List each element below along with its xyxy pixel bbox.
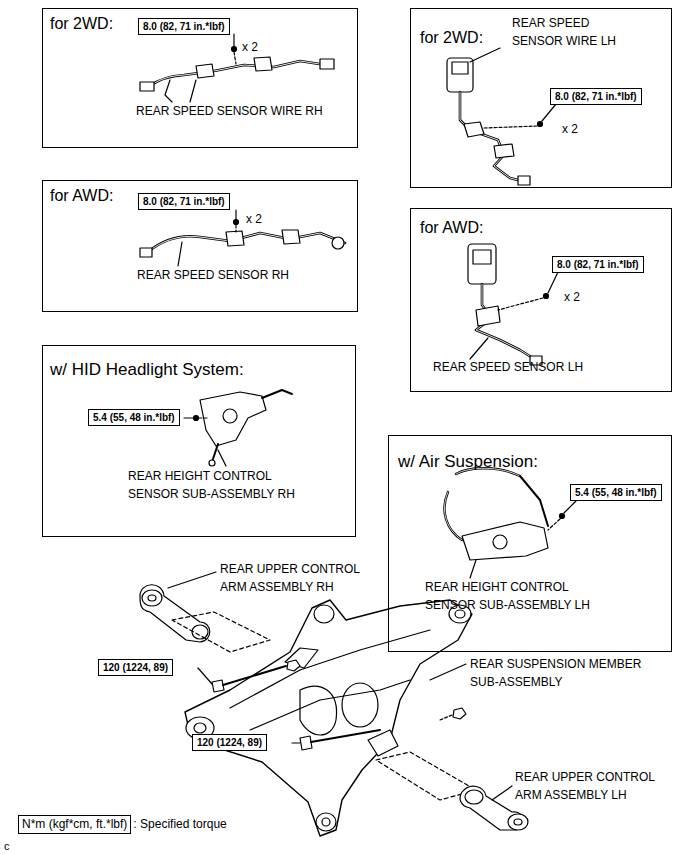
variant-panel: for AWD: REAR SPEED SENSOR RH 8.0 (82, 71 … (42, 180, 358, 312)
legend-sample: N*m (kgf*cm, ft.*lbf) (22, 817, 127, 832)
torque-spec: 8.0 (82, 71 in.*lbf) (138, 193, 230, 210)
variant-heading: for 2WD: (420, 26, 483, 50)
quantity-label: x 2 (246, 210, 262, 228)
torque-value: 5.4 (55, 48 in.*lbf) (575, 486, 657, 499)
quantity-label: x 2 (562, 120, 578, 138)
part-name: REAR UPPER CONTROL ARM ASSEMBLY LH (515, 768, 665, 804)
variant-heading: for 2WD: (50, 12, 113, 36)
part-name: REAR SPEED SENSOR WIRE LH (512, 14, 627, 50)
variant-panel: w/ Air Suspension: REAR HEIGHT CONTROL SE… (388, 435, 672, 652)
variant-heading: for AWD: (50, 184, 113, 208)
part-name: REAR UPPER CONTROL ARM ASSEMBLY RH (220, 560, 370, 596)
variant-panel: for 2WD: REAR SPEED SENSOR WIRE RH 8.0 (82… (42, 8, 358, 148)
torque-value: 5.4 (55, 48 in.*lbf) (93, 411, 175, 424)
torque-value: 120 (1224, 89) (103, 661, 168, 674)
part-name: REAR HEIGHT CONTROL SENSOR SUB-ASSEMBLY … (128, 467, 313, 503)
variant-heading: w/ Air Suspension: (398, 449, 538, 475)
torque-value: 8.0 (82, 71 in.*lbf) (557, 258, 639, 271)
variant-panel: for 2WD: REAR SPEED SENSOR WIRE LH 8.0 (82… (410, 8, 672, 188)
quantity-label: x 2 (564, 288, 580, 306)
part-name: REAR SPEED SENSOR RH (137, 266, 289, 284)
part-name: REAR SPEED SENSOR LH (433, 358, 583, 376)
torque-spec: 120 (1224, 89) (98, 659, 173, 676)
variant-heading: for AWD: (420, 216, 483, 240)
legend-box: N*m (kgf*cm, ft.*lbf): Specified torque (18, 815, 131, 834)
torque-spec: 8.0 (82, 71 in.*lbf) (550, 88, 642, 105)
torque-spec: 5.4 (55, 48 in.*lbf) (88, 409, 180, 426)
part-name: REAR SPEED SENSOR WIRE RH (136, 102, 323, 120)
torque-value: 8.0 (82, 71 in.*lbf) (555, 90, 637, 103)
figure-code: c (4, 838, 10, 855)
variant-panel: for AWD: REAR SPEED SENSOR LH 8.0 (82, 71 … (410, 208, 672, 392)
part-name: REAR SUSPENSION MEMBER SUB-ASSEMBLY (470, 655, 650, 691)
torque-spec: 120 (1224, 89) (192, 734, 267, 751)
torque-value: 8.0 (82, 71 in.*lbf) (143, 20, 225, 33)
legend-text: : Specified torque (133, 817, 226, 832)
torque-spec: 8.0 (82, 71 in.*lbf) (138, 18, 230, 35)
torque-spec: 8.0 (82, 71 in.*lbf) (552, 256, 644, 273)
quantity-label: x 2 (242, 38, 258, 56)
torque-value: 120 (1224, 89) (197, 736, 262, 749)
torque-spec: 5.4 (55, 48 in.*lbf) (570, 484, 662, 501)
part-name: REAR HEIGHT CONTROL SENSOR SUB-ASSEMBLY … (425, 578, 610, 614)
variant-heading: w/ HID Headlight System: (50, 357, 244, 383)
variant-panel: w/ HID Headlight System: REAR HEIGHT CONT… (42, 345, 356, 537)
torque-value: 8.0 (82, 71 in.*lbf) (143, 195, 225, 208)
